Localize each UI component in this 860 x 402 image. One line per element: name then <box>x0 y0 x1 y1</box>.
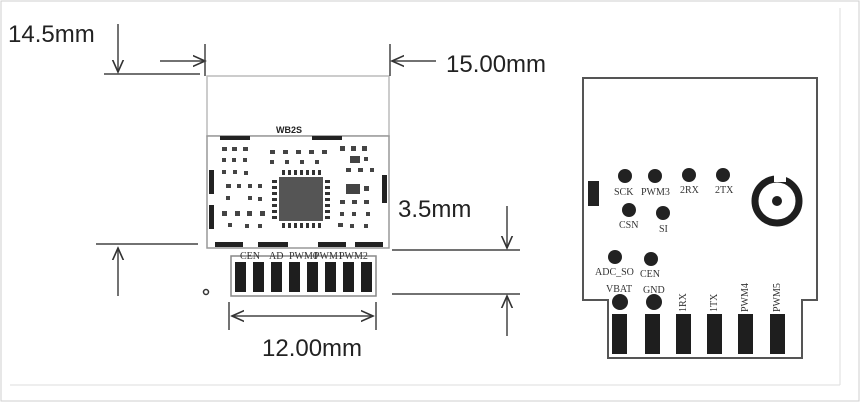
reference-mark <box>202 288 210 296</box>
side-pad <box>209 205 214 229</box>
connector-pads <box>235 262 372 292</box>
pin-label-ad: AD <box>269 251 283 262</box>
smd-components <box>222 146 374 228</box>
edge-label-1tx: 1TX <box>709 293 720 312</box>
pad-label-2rx: 2RX <box>680 185 700 196</box>
bottom-bar <box>258 242 288 247</box>
side-pad <box>382 175 387 203</box>
bottom-bar <box>318 242 346 247</box>
connector-tab <box>230 255 377 297</box>
dim-label-total-height: 15.00mm <box>446 51 546 78</box>
edge-label-pwm5: PWM5 <box>772 283 783 312</box>
test-pads <box>608 168 730 310</box>
pin-label-pwm2: PWM2 <box>339 251 368 262</box>
bottom-bar <box>215 242 243 247</box>
pin-label-cen: CEN <box>240 251 260 262</box>
pad-label-si: SI <box>659 224 668 235</box>
edge-label-1rx: 1RX <box>678 292 689 312</box>
top-bar <box>312 136 342 140</box>
back-board-outline <box>582 77 818 359</box>
edge-label-pwm4: PWM4 <box>740 283 751 312</box>
back-view: SCK PWM3 2RX 2TX CSN SI ADC_SO CEN VBAT … <box>582 77 818 359</box>
edge-pads <box>612 314 785 354</box>
pad-label-vbat: VBAT <box>606 284 632 295</box>
pad-label-csn: CSN <box>619 220 638 231</box>
bottom-bar <box>355 242 383 247</box>
dimension-lines <box>96 24 520 336</box>
front-view: WB2S <box>202 75 390 297</box>
pin-label-pwm0: PWM0 <box>289 251 318 262</box>
pad-label-cen: CEN <box>640 269 660 280</box>
pad-label-pwm3: PWM3 <box>641 187 670 198</box>
main-ic <box>279 177 323 221</box>
pad-label-2tx: 2TX <box>715 185 734 196</box>
chip-label: WB2S <box>276 125 302 135</box>
side-pad <box>588 181 599 206</box>
antenna-gap <box>774 170 786 182</box>
dim-label-connector-width: 12.00mm <box>262 335 362 362</box>
side-pad <box>209 170 214 194</box>
pad-label-sck: SCK <box>614 187 634 198</box>
pad-label-gnd: GND <box>643 285 665 296</box>
dim-label-connector-height: 3.5mm <box>398 196 471 223</box>
top-bar <box>220 136 250 140</box>
pin-label-pwm1: PWM1 <box>314 251 343 262</box>
dim-label-left-height: 14.5mm <box>8 21 95 48</box>
pad-label-adc-so: ADC_SO <box>595 267 634 278</box>
ic-pins <box>272 170 330 228</box>
antenna-center <box>772 196 782 206</box>
